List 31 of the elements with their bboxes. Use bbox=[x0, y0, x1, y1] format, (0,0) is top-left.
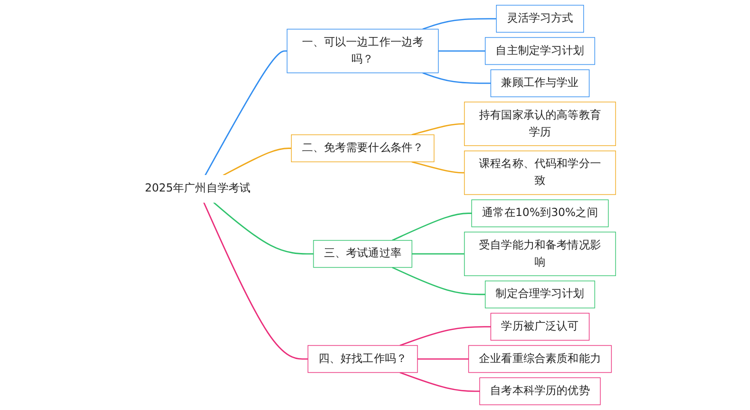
connector bbox=[392, 212, 472, 241]
connector bbox=[422, 18, 496, 30]
node-box: 课程名称、代码和学分一致 bbox=[464, 150, 616, 195]
connector bbox=[438, 50, 486, 52]
node-box: 四、好找工作吗？ bbox=[308, 345, 418, 373]
connector bbox=[213, 202, 314, 255]
connector bbox=[422, 72, 491, 84]
node-box: 企业看重综合素质和能力 bbox=[468, 345, 612, 373]
connector bbox=[412, 123, 464, 136]
connector bbox=[412, 161, 464, 174]
node-box: 持有国家承认的高等教育学历 bbox=[464, 102, 616, 146]
node-box: 通常在10%到30%之间 bbox=[471, 199, 609, 228]
connector bbox=[392, 266, 486, 296]
node-box: 二、免考需要什么条件？ bbox=[291, 134, 434, 162]
node-text: 2025年广州自学考试 bbox=[144, 182, 251, 195]
node-box: 学历被广泛认可 bbox=[490, 312, 590, 341]
node-box: 自主制定学习计划 bbox=[484, 37, 596, 65]
connector bbox=[400, 326, 491, 346]
connector bbox=[204, 50, 288, 176]
node-box: 兼顾工作与学业 bbox=[490, 69, 590, 98]
node-box: 三、考试通过率 bbox=[313, 240, 412, 268]
node-box: 自考本科学历的优势 bbox=[479, 377, 601, 406]
node-box: 灵活学习方式 bbox=[496, 4, 584, 33]
node-box: 制定合理学习计划 bbox=[484, 280, 596, 308]
connector bbox=[203, 202, 308, 360]
connector bbox=[222, 148, 292, 176]
connector bbox=[412, 253, 464, 255]
connector bbox=[400, 372, 480, 392]
node-box: 一、可以一边工作一边考吗？ bbox=[286, 28, 439, 74]
connector bbox=[417, 358, 469, 360]
node-box: 受自学能力和备考情况影响 bbox=[464, 232, 616, 276]
